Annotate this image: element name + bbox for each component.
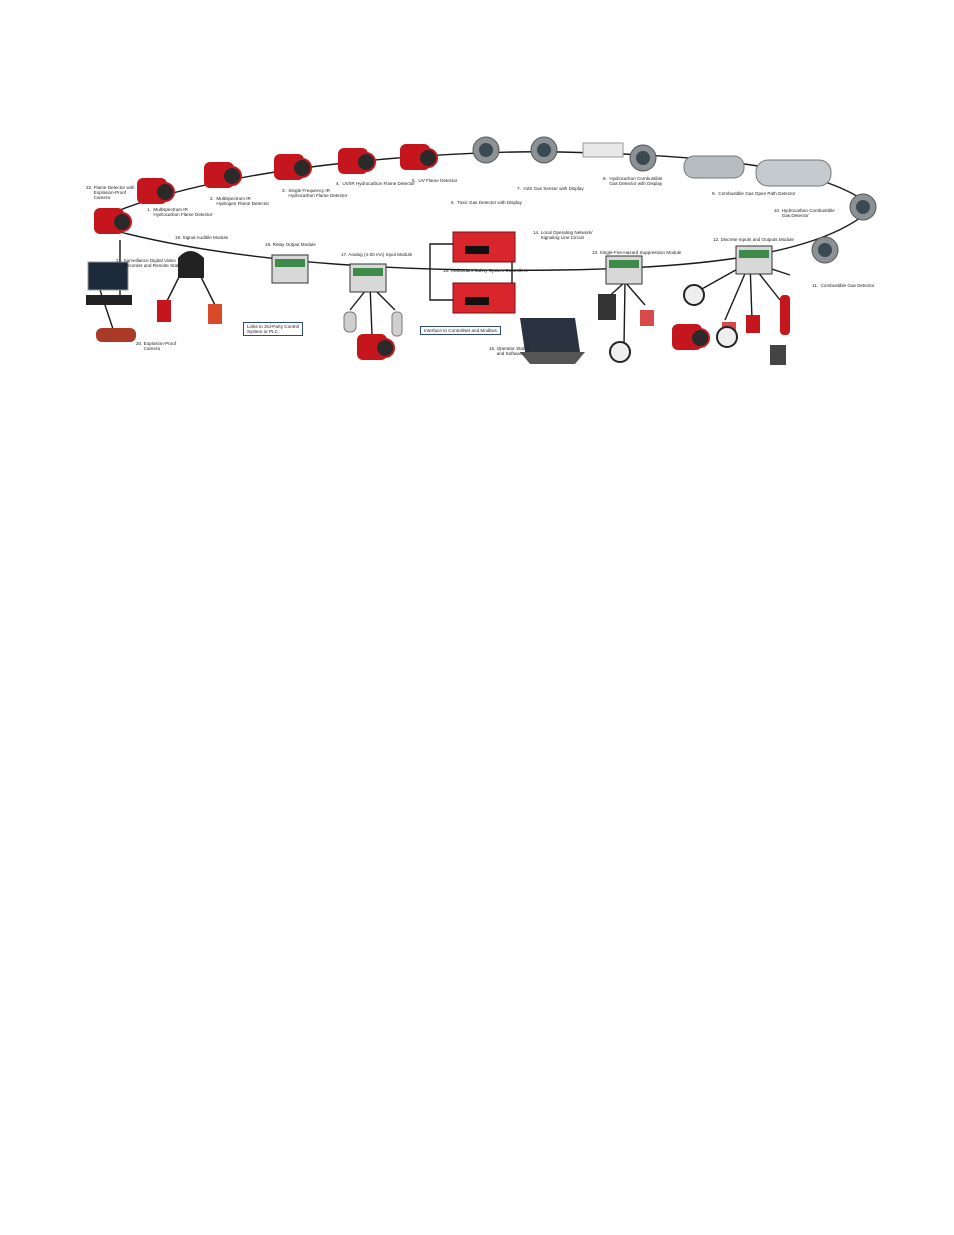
- label-1: 1. Multispectrum IR Hydrocarbon Flame De…: [147, 207, 213, 218]
- discrete-valve: [770, 345, 786, 365]
- suppression-valve: [598, 294, 616, 320]
- open-path-detector-9b: [755, 159, 832, 187]
- label-18: 18. Relay Output Module: [265, 242, 316, 247]
- label-19: 19. Signal Audible Module: [175, 235, 229, 240]
- signal-audible-module: [178, 251, 204, 278]
- laptop-base: [520, 352, 585, 364]
- flame-detector-camera-22-lens: [112, 212, 132, 232]
- dvr-recorder: [86, 295, 132, 305]
- label-3: 3. Single Frequency IR Hydrocarbon Flame…: [282, 188, 348, 199]
- suppression-module-terminals: [609, 260, 639, 268]
- link-box-3rd-party: Links to 3rd-Party Control System or PLC: [243, 322, 304, 337]
- flame-detector-3-lens: [292, 158, 312, 178]
- flame-detector-4-lens: [356, 152, 376, 172]
- analog-sensor-1: [343, 311, 357, 333]
- sensor-strip-8: [582, 142, 624, 158]
- label-11: 11. Combustible Gas Detector: [812, 283, 875, 288]
- network-loop-lower: [119, 209, 871, 272]
- horn-1: [157, 300, 171, 322]
- label-2: 2. Multispectrum IR Hydrogen Flame Detec…: [210, 196, 269, 207]
- hydrocarbon-detector-10-display: [856, 200, 870, 214]
- pressure-gauge-1: [609, 341, 631, 363]
- laptop-screen: [520, 318, 580, 352]
- label-5: 5. UV Flame Detector: [412, 178, 458, 183]
- combustible-gas-detector-8-display: [636, 151, 650, 165]
- horn-2: [746, 315, 760, 333]
- toxic-gas-detector-6-display: [479, 143, 493, 157]
- h2s-sensor-7-display: [537, 143, 551, 157]
- discrete-flame-detector-lens: [690, 328, 710, 348]
- flame-detector-2-lens: [222, 166, 242, 186]
- label-12: 12. Discrete Inputs and Outputs Module: [713, 237, 794, 242]
- label-10: 10. Hydrocarbon Combustible Gas Detector: [774, 208, 835, 219]
- dvr-monitor: [87, 261, 129, 291]
- label-9: 9. Combustible Gas Open Path Detector: [712, 191, 796, 196]
- manual-pull-2: [640, 310, 654, 326]
- discrete-io-module-terminals: [739, 250, 769, 258]
- label-4: 4. UV/IR Hydrocarbon Flame Detector: [336, 181, 415, 186]
- analog-sensor-2: [391, 311, 403, 337]
- analog-input-module-terminals: [353, 268, 383, 276]
- label-20: 20. Explosion-Proof Camera: [136, 341, 177, 352]
- explosion-proof-camera: [96, 328, 136, 342]
- label-14: 14. Local Operating Network/ Signaling L…: [533, 230, 593, 241]
- label-21: 21. Surveillance Digital Video Recorder …: [116, 258, 185, 269]
- flame-detector-5-lens: [418, 148, 438, 168]
- controller-b-display: [465, 297, 489, 305]
- pressure-gauge-2: [683, 284, 705, 306]
- label-7: 7. H2S Gas Sensor with Display: [517, 186, 584, 191]
- controller-a-display: [465, 246, 489, 254]
- label-13: 13. Single-Fire-Hazard Suppression Modul…: [592, 250, 682, 255]
- pressure-gauge-3: [716, 326, 738, 348]
- open-path-detector-9a: [683, 155, 745, 179]
- relay-output-module-terminals: [275, 259, 305, 267]
- label-8: 8. Hydrocarbon Combustible Gas Detector …: [603, 176, 663, 187]
- label-16: 16. Redundant Safety System Controllers: [443, 268, 528, 273]
- combustible-gas-detector-11-display: [818, 243, 832, 257]
- strobe-1: [208, 304, 222, 324]
- suppression-cylinder: [780, 295, 790, 335]
- interface-box-controlnet: Interface to ControlNet and Modbus: [420, 326, 501, 336]
- label-15: 15. Operator Station and Software: [489, 346, 531, 357]
- analog-flame-detector-lens: [375, 338, 395, 358]
- label-22: 22. Flame Detector with Explosion-Proof …: [86, 185, 135, 201]
- label-17: 17. Analog (4-20 mA) Input Module: [341, 252, 413, 257]
- label-6: 6. Toxic Gas Detector with Display: [451, 200, 522, 205]
- flame-detector-1-lens: [155, 182, 175, 202]
